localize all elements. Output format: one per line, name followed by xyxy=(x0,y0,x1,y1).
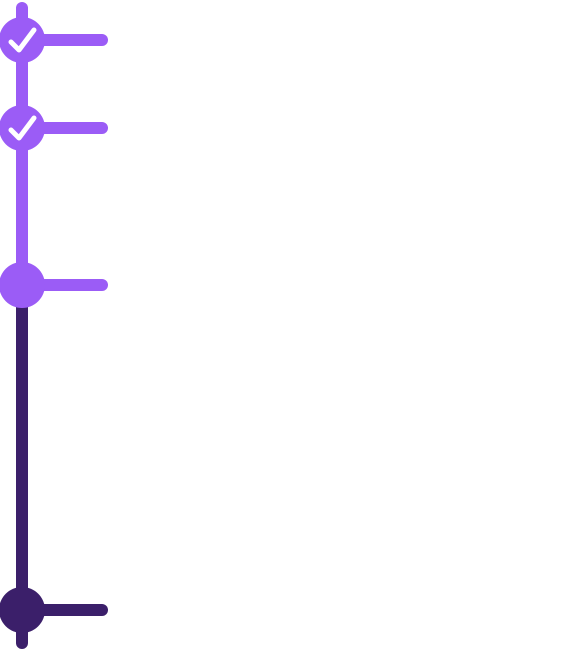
step-node-complete xyxy=(0,105,45,151)
check-icon xyxy=(8,115,37,141)
step-node-complete xyxy=(0,17,45,63)
timeline-step-2[interactable] xyxy=(0,105,108,151)
timeline-step-3[interactable] xyxy=(0,262,108,308)
check-icon xyxy=(8,27,37,53)
timeline-step-1[interactable] xyxy=(0,17,108,63)
timeline-step-4[interactable] xyxy=(0,587,108,633)
step-node-pending xyxy=(0,587,45,633)
step-node-current xyxy=(0,262,45,308)
